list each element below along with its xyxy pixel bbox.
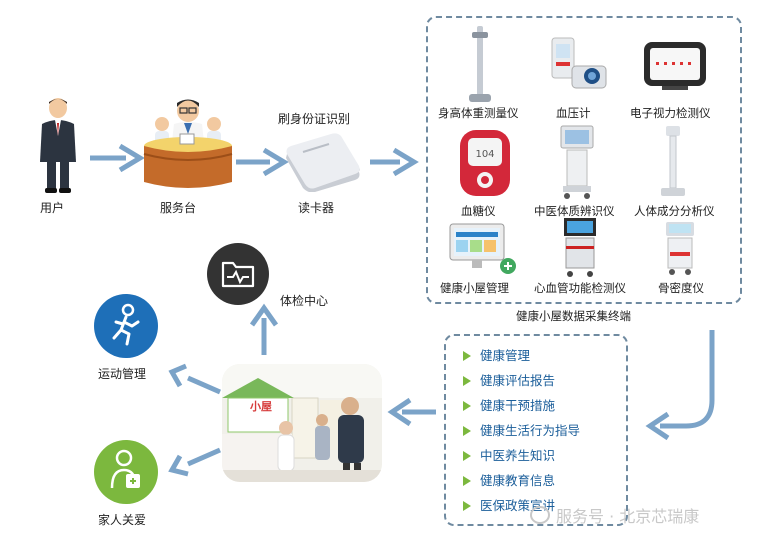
health-hut-photo <box>222 364 382 482</box>
bullet-triangle-icon <box>463 351 471 361</box>
bullet-triangle-icon <box>463 451 471 461</box>
bullet-triangle-icon <box>463 426 471 436</box>
svg-text:104: 104 <box>475 149 494 160</box>
service-item: 健康管理 <box>463 345 530 364</box>
bullet-triangle-icon <box>463 476 471 486</box>
running-person-icon <box>112 303 140 346</box>
user-person-icon <box>40 98 76 193</box>
card-reader-label: 读卡器 <box>298 201 335 215</box>
watermark: 服务号 · 北京芯瑞康 <box>530 503 699 527</box>
device-label-glucose: 血糖仪 <box>461 204 496 218</box>
bone-density-icon <box>666 222 694 275</box>
tcm-identifier-icon <box>560 125 594 199</box>
folder-pulse-icon <box>221 261 255 288</box>
service-item: 健康干预措施 <box>463 395 555 414</box>
device-label-hut: 健康小屋管理 <box>440 281 509 295</box>
check-center-circle <box>207 243 269 305</box>
check-center-label: 体检中心 <box>280 294 329 308</box>
family-circle <box>94 440 158 504</box>
device-box-caption: 健康小屋数据采集终端 <box>516 309 631 323</box>
device-label-body: 人体成分分析仪 <box>634 204 715 218</box>
service-desk-label: 服务台 <box>160 201 197 215</box>
sports-label: 运动管理 <box>98 367 147 381</box>
sports-circle <box>94 294 158 358</box>
service-desk-icon <box>143 99 233 188</box>
user-label: 用户 <box>40 201 65 215</box>
family-label: 家人关爱 <box>98 513 147 527</box>
service-item: 健康教育信息 <box>463 470 555 489</box>
device-terminal-box <box>426 16 742 304</box>
vision-tester-icon <box>644 42 706 90</box>
blood-pressure-icon <box>551 37 607 89</box>
arrow-photo-to-family <box>186 447 222 467</box>
bullet-triangle-icon <box>463 501 471 511</box>
hut-management-icon <box>449 223 516 274</box>
service-item: 健康评估报告 <box>463 370 555 389</box>
device-label-vision: 电子视力检测仪 <box>630 106 711 120</box>
id-card-label: 刷身份证识别 <box>278 112 351 126</box>
family-care-icon <box>110 449 140 489</box>
wechat-logo-icon <box>530 506 550 524</box>
height-scale-icon <box>469 26 491 102</box>
body-composition-icon <box>661 126 685 196</box>
photo-sign-text: 小屋 <box>250 400 272 413</box>
device-label-bone: 骨密度仪 <box>658 281 704 295</box>
service-item: 中医养生知识 <box>463 445 555 464</box>
services-box <box>444 334 628 526</box>
bullet-triangle-icon <box>463 401 471 411</box>
cardiovascular-icon <box>564 218 596 277</box>
arrow-devices-to-services <box>660 330 715 429</box>
device-label-tcm: 中医体质辨识仪 <box>534 204 615 218</box>
service-item: 健康生活行为指导 <box>463 420 580 439</box>
arrow-photo-to-sports <box>186 375 222 395</box>
glucose-meter-icon: 104 <box>460 130 510 196</box>
device-label-bp: 血压计 <box>556 106 591 120</box>
card-reader-icon <box>286 133 360 192</box>
bullet-triangle-icon <box>463 376 471 386</box>
device-label-cardio: 心血管功能检测仪 <box>534 281 626 295</box>
device-label-height: 身高体重测量仪 <box>438 106 519 120</box>
